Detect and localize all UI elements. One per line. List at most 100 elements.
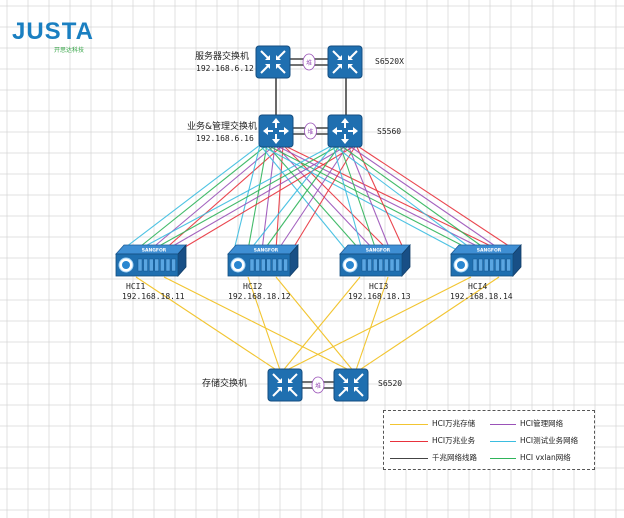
switch-body: [255, 45, 291, 79]
network-devices: SANGFOR SANGFOR SANGFOR SANGFOR: [115, 45, 522, 402]
hci4-name: HCI4: [468, 282, 488, 291]
drive-bay: [272, 258, 277, 272]
arrow-head: [353, 127, 358, 135]
logo-text: JUSTA: [12, 18, 94, 45]
arrow-head: [272, 118, 280, 123]
logo-subtitle: 开思达科技: [54, 47, 85, 54]
legend-label-business: HCI万兆业务: [432, 436, 476, 445]
arrow-head: [354, 378, 359, 383]
business-switch-icon: [327, 114, 363, 148]
stack-badge: [311, 376, 325, 394]
drive-bay: [255, 258, 260, 272]
storage-switch-icon: [333, 368, 369, 402]
hci1-name: HCI1: [126, 282, 146, 291]
legend-line-vxlan: [490, 458, 516, 459]
uplink-vxlan: [339, 144, 377, 251]
uplink-test: [121, 144, 261, 251]
uplink-test: [332, 144, 474, 251]
hci-server-icon: SANGFOR: [227, 243, 299, 278]
drive-bay: [478, 258, 483, 272]
drive-bay: [483, 258, 489, 272]
hci4-ip: 192.168.18.14: [450, 292, 513, 301]
arrow-head: [277, 387, 282, 392]
arrow-head: [348, 55, 353, 60]
uplink-test: [332, 144, 363, 251]
business-switch-name: 业务&管理交换机: [187, 122, 258, 132]
drive-bay: [367, 258, 372, 272]
uplink-business: [275, 144, 284, 251]
storage-switch-model: S6520: [378, 379, 403, 388]
uplink-management: [347, 144, 502, 251]
legend-line-business: [390, 441, 428, 442]
uplink-test: [137, 144, 334, 251]
hci-server-icon: SANGFOR: [450, 243, 522, 278]
uplink-vxlan: [339, 144, 488, 251]
storage-switch-name: 存储交换机: [202, 379, 248, 389]
uplink-business: [163, 144, 284, 251]
hci2-name: HCI2: [243, 282, 263, 291]
drive-bay: [389, 258, 395, 272]
drive-bay: [249, 258, 255, 272]
uplink-test: [249, 144, 334, 251]
drive-bay: [283, 258, 288, 272]
uplink-vxlan: [151, 144, 341, 251]
business-switch-icon: [258, 114, 294, 148]
arrow-head: [337, 55, 342, 60]
storage-link: [280, 276, 472, 374]
drive-bay: [495, 258, 500, 272]
arrow-head: [263, 127, 268, 135]
server-brand: SANGFOR: [254, 248, 279, 254]
switch-body: [267, 368, 303, 402]
drive-bay: [266, 258, 271, 272]
arrow-head: [354, 387, 359, 392]
uplink-management: [347, 144, 391, 251]
arrow-head: [284, 127, 289, 135]
storage-link: [354, 276, 389, 374]
drive-bay: [143, 258, 148, 272]
drive-bay: [148, 258, 154, 272]
arrow-head: [341, 139, 349, 144]
drive-bay: [384, 258, 389, 272]
uplink-management: [165, 144, 349, 251]
storage-link: [275, 276, 356, 374]
drive-bay: [489, 258, 494, 272]
arrow-head: [277, 378, 282, 383]
drive-bay: [506, 258, 511, 272]
network-links: 堆堆堆: [121, 53, 516, 394]
arrow-head: [265, 64, 270, 69]
legend: HCI万兆存储 HCI管理网络 HCI万兆业务 HCI测试业务网络 千兆网络线路…: [383, 410, 595, 470]
switch-body: [327, 114, 363, 148]
uplink-business: [355, 144, 516, 251]
stack-badge-label: 堆: [306, 59, 312, 67]
server-badge-core: [457, 261, 465, 269]
legend-label-test: HCI测试业务网络: [520, 436, 579, 445]
drive-bay: [171, 258, 176, 272]
drive-bay: [154, 258, 159, 272]
uplink-business: [179, 144, 357, 251]
uplink-vxlan: [263, 144, 341, 251]
legend-line-management: [490, 424, 516, 425]
drive-bay: [277, 258, 283, 272]
arrow-head: [272, 139, 280, 144]
arrow-head: [332, 127, 337, 135]
legend-label-storage: HCI万兆存储: [432, 419, 476, 428]
drive-bay: [472, 258, 478, 272]
business-switch-model: S5560: [377, 127, 402, 136]
hci-server-icon: SANGFOR: [115, 243, 187, 278]
uplink-vxlan: [135, 144, 268, 251]
storage-link: [135, 276, 282, 374]
drive-bay: [378, 258, 383, 272]
drive-bay: [372, 258, 378, 272]
drive-bay: [395, 258, 400, 272]
legend-label-vxlan: HCI vxlan网络: [520, 453, 571, 462]
arrow-head: [343, 387, 348, 392]
arrow-head: [337, 64, 342, 69]
uplink-test: [259, 144, 347, 251]
hci-server-icon: SANGFOR: [339, 243, 411, 278]
stack-badge: [304, 122, 317, 140]
switch-body: [258, 114, 294, 148]
hci3-name: HCI3: [369, 282, 389, 291]
arrow-head: [341, 118, 349, 123]
server-badge-core: [346, 261, 354, 269]
stack-badge: [302, 53, 316, 71]
